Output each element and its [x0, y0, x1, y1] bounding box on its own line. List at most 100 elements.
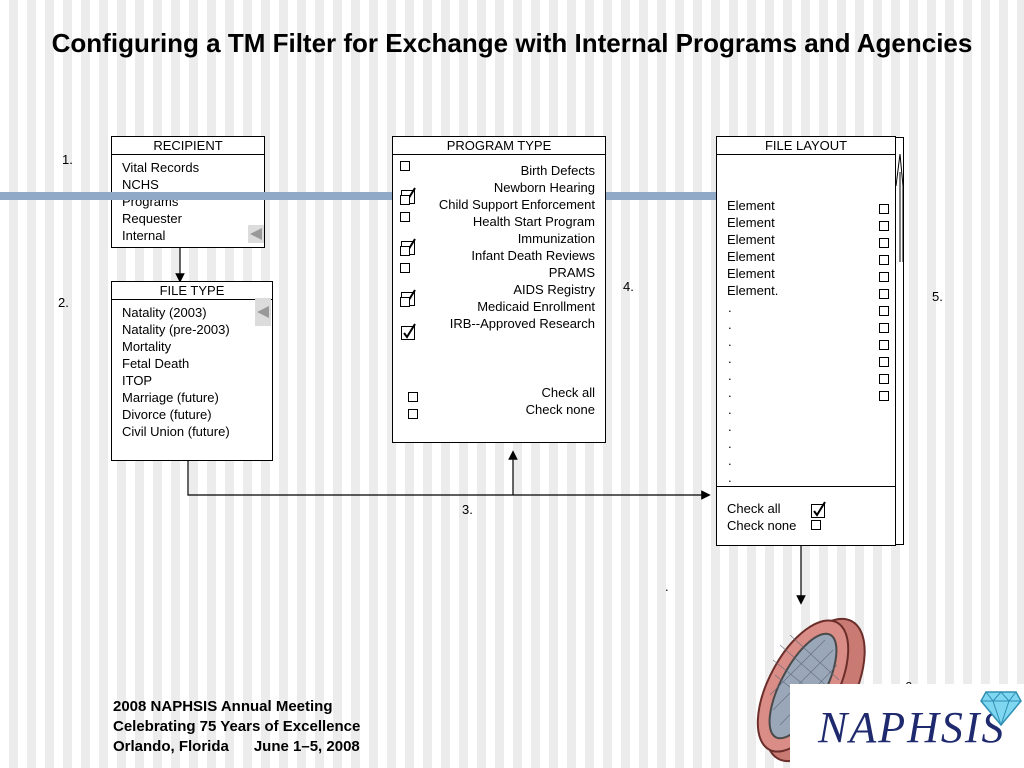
layout-element-checkbox[interactable]: [879, 357, 889, 367]
layout-element-checkbox[interactable]: [879, 323, 889, 333]
file-layout-scrollbar[interactable]: [895, 137, 904, 545]
scroll-up-icon: [895, 153, 904, 262]
layout-continuation-dot: .: [728, 385, 732, 400]
program-item-label[interactable]: Health Start Program: [472, 214, 595, 229]
file-type-selector[interactable]: [255, 298, 271, 326]
file-type-item[interactable]: Fetal Death: [122, 356, 190, 371]
file-type-item[interactable]: Natality (2003): [122, 305, 207, 320]
file-type-item[interactable]: Divorce (future): [122, 407, 212, 422]
file-type-item[interactable]: ITOP: [122, 373, 153, 388]
naphsis-logo: NAPHSIS: [790, 684, 1024, 768]
layout-continuation-dot: .: [728, 334, 732, 349]
program-checkbox[interactable]: [400, 297, 410, 307]
program-checkbox[interactable]: [400, 161, 410, 171]
layout-element-checkbox[interactable]: [879, 340, 889, 350]
program-check-all-checkbox[interactable]: [408, 392, 418, 402]
program-item-label[interactable]: Newborn Hearing: [493, 180, 595, 195]
decorative-band: [0, 192, 778, 200]
layout-continuation-dot: .: [728, 402, 732, 417]
layout-element-checkbox[interactable]: [879, 289, 889, 299]
check-icon: [813, 501, 826, 517]
file-type-header: FILE TYPE: [112, 282, 272, 300]
program-checkbox[interactable]: [400, 246, 410, 256]
layout-continuation-dot: .: [728, 470, 732, 485]
diamond-icon: [980, 691, 1022, 726]
program-item-label[interactable]: AIDS Registry: [513, 282, 595, 297]
layout-element-label[interactable]: Element: [727, 266, 775, 281]
program-checkbox[interactable]: [400, 263, 410, 273]
layout-element-label[interactable]: Element.: [727, 283, 779, 298]
layout-continuation-dot: .: [728, 300, 732, 315]
file-type-item[interactable]: Civil Union (future): [122, 424, 230, 439]
recipient-item[interactable]: Vital Records: [122, 160, 200, 175]
recipient-item[interactable]: Internal: [122, 228, 166, 243]
program-item-label[interactable]: IRB--Approved Research: [449, 316, 595, 331]
program-item-label[interactable]: Immunization: [517, 231, 595, 246]
program-checkbox-checked[interactable]: [401, 323, 416, 340]
file-layout-divider: [717, 486, 895, 487]
program-item-label[interactable]: Birth Defects: [520, 163, 595, 178]
layout-check-none-label[interactable]: Check none: [727, 518, 797, 533]
layout-element-label[interactable]: Element: [727, 198, 775, 213]
step-4-label: 4.: [623, 279, 634, 294]
step-5-label: 5.: [932, 289, 943, 304]
step-3-label: 3.: [462, 502, 473, 517]
file-layout-header: FILE LAYOUT: [717, 137, 895, 155]
stray-dot: .: [665, 579, 669, 594]
layout-element-label[interactable]: Element: [727, 232, 775, 247]
file-layout-panel: FILE LAYOUT: [716, 136, 896, 546]
file-type-listbox[interactable]: FILE TYPE Natality (2003) Natality (pre-…: [111, 281, 273, 461]
file-type-item[interactable]: Natality (pre-2003): [122, 322, 230, 337]
layout-continuation-dot: .: [728, 436, 732, 451]
layout-continuation-dot: .: [728, 351, 732, 366]
layout-element-label[interactable]: Element: [727, 249, 775, 264]
check-icon: [403, 323, 416, 339]
step-2-label: 2.: [58, 295, 69, 310]
triangle-left-icon: [250, 228, 262, 240]
layout-element-checkbox[interactable]: [879, 306, 889, 316]
file-type-item[interactable]: Mortality: [122, 339, 172, 354]
program-item-label[interactable]: PRAMS: [548, 265, 595, 280]
layout-element-checkbox[interactable]: [879, 221, 889, 231]
file-type-list: Natality (2003) Natality (pre-2003) Mort…: [122, 304, 230, 440]
triangle-left-icon: [257, 306, 269, 318]
layout-check-all-label[interactable]: Check all: [727, 501, 781, 516]
program-item-label[interactable]: Medicaid Enrollment: [477, 299, 595, 314]
program-item-label[interactable]: Infant Death Reviews: [471, 248, 595, 263]
layout-element-label[interactable]: Element: [727, 215, 775, 230]
recipient-item[interactable]: Requester: [122, 211, 182, 226]
layout-element-checkbox[interactable]: [879, 238, 889, 248]
layout-element-checkbox[interactable]: [879, 255, 889, 265]
recipient-item[interactable]: NCHS: [122, 177, 159, 192]
logo-text: NAPHSIS: [818, 703, 1006, 752]
program-check-none-label[interactable]: Check none: [525, 402, 595, 417]
layout-continuation-dot: .: [728, 317, 732, 332]
layout-check-none-checkbox[interactable]: [811, 520, 821, 530]
program-checkbox[interactable]: [400, 195, 410, 205]
recipient-selector[interactable]: [248, 225, 264, 243]
program-check-all-label[interactable]: Check all: [541, 385, 595, 400]
recipient-list: Vital Records NCHS Programs Requester In…: [122, 159, 199, 244]
layout-element-checkbox[interactable]: [879, 391, 889, 401]
slide-title: Configuring a TM Filter for Exchange wit…: [51, 28, 973, 58]
layout-element-checkbox[interactable]: [879, 374, 889, 384]
layout-element-checkbox[interactable]: [879, 272, 889, 282]
program-type-panel: PROGRAM TYPE: [392, 136, 606, 443]
recipient-header: RECIPIENT: [112, 137, 264, 155]
step-1-label: 1.: [62, 152, 73, 167]
file-type-item[interactable]: Marriage (future): [122, 390, 219, 405]
footer-line-2: Celebrating 75 Years of Excellence: [113, 718, 361, 735]
layout-check-all-checkbox[interactable]: [811, 501, 826, 518]
program-checkbox[interactable]: [400, 212, 410, 222]
layout-continuation-dot: .: [728, 368, 732, 383]
program-item-label[interactable]: Child Support Enforcement: [438, 197, 595, 212]
layout-element-checkbox[interactable]: [879, 204, 889, 214]
footer-line-3: Orlando, Florida June 1–5, 2008: [113, 738, 360, 755]
layout-continuation-dot: .: [728, 453, 732, 468]
footer: 2008 NAPHSIS Annual Meeting Celebrating …: [113, 697, 360, 757]
layout-continuation-dot: .: [728, 419, 732, 434]
footer-line-1: 2008 NAPHSIS Annual Meeting: [113, 698, 333, 715]
program-check-none-checkbox[interactable]: [408, 409, 418, 419]
program-type-header: PROGRAM TYPE: [393, 137, 605, 155]
